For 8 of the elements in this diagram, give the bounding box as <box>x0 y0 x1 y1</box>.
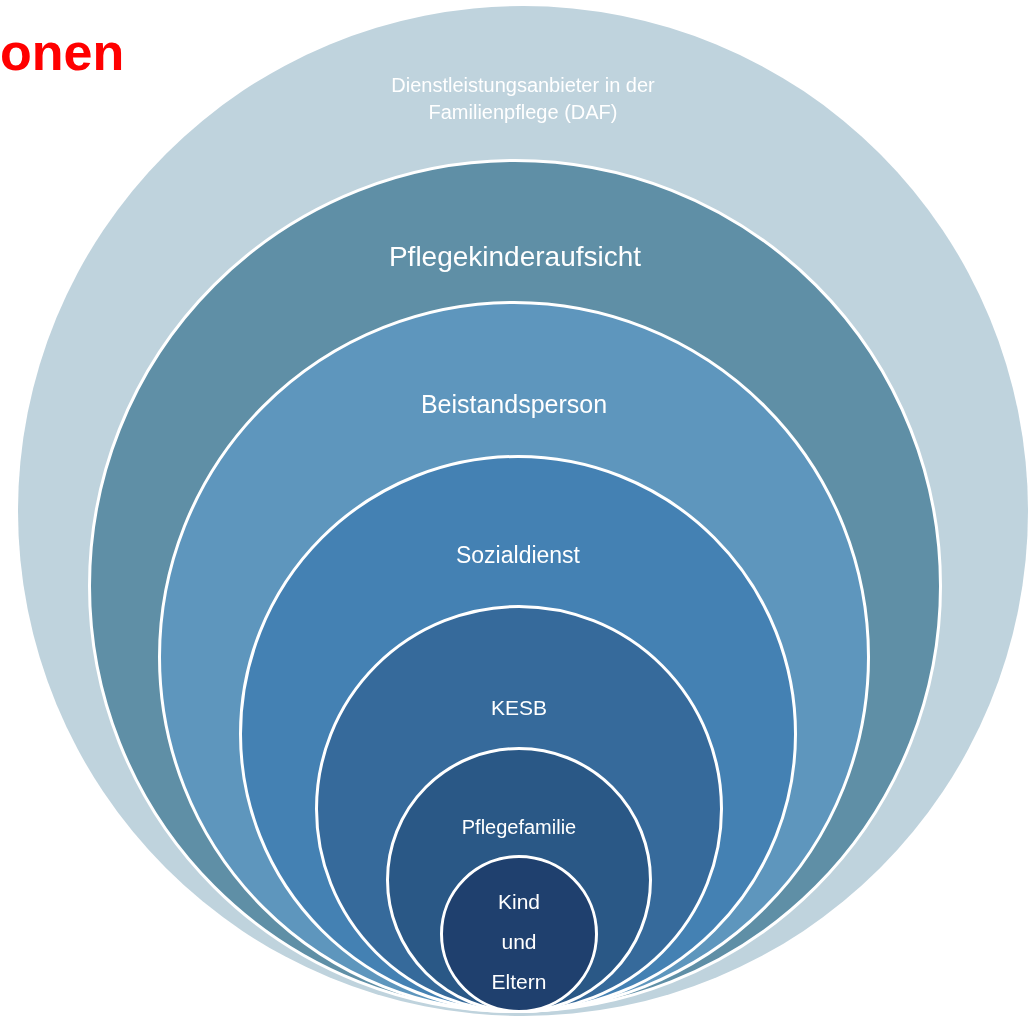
circle-label: KESB <box>490 695 548 721</box>
heading-fragment: onen <box>0 22 125 82</box>
circle-label: Pflegefamilie <box>460 815 578 840</box>
circle-label: Beistandsperson <box>419 389 609 420</box>
circle-label: Dienstleistungsanbieter in der Familienpflege (DAF) <box>390 73 656 125</box>
circle-label: Kind und Eltern <box>490 889 548 995</box>
circle-label: Pflegekinderaufsicht <box>387 240 643 274</box>
circle-label: Sozialdienst <box>455 541 581 570</box>
